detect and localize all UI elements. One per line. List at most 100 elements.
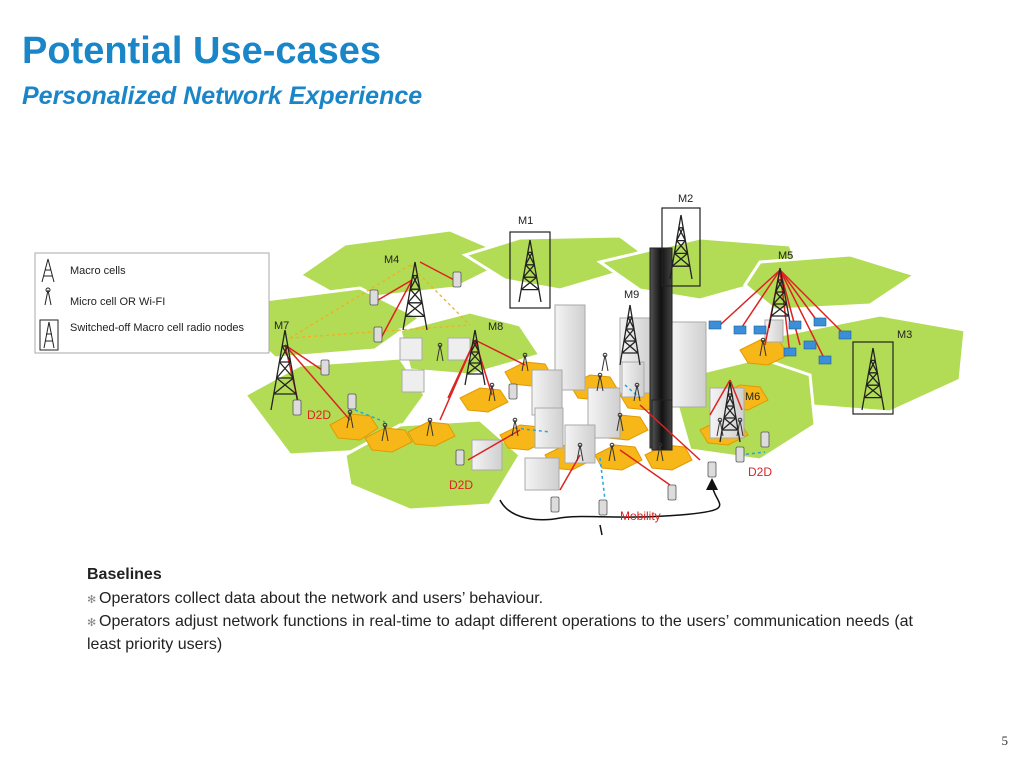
page-number: 5 [1001,733,1009,748]
sensor-device-icon [788,320,802,330]
switched-off-box [509,231,551,309]
link [284,344,351,421]
legend-label-macro: Macro cells [70,265,126,277]
micro-cell-icon [736,419,744,437]
micro-cell-head [617,412,623,418]
switched-off-box [852,341,894,415]
switched-off-boxes [509,207,894,415]
micro-cell-icon [521,354,529,372]
slide-title: Potential Use-cases [22,30,382,72]
link [779,269,826,361]
mobility-arrow [706,478,718,490]
phone-icon [452,271,462,288]
macro-tower-icon [464,329,486,386]
baseline-item: ✻Operators collect data about the networ… [87,588,913,611]
sensor-device-icon [708,320,722,330]
micro-cell-icon [576,444,584,462]
micro-cell-head [512,417,518,423]
baselines-heading: Baselines [87,566,162,583]
micro-cell-icon [596,374,604,392]
small-cell-tile [407,421,456,447]
baseline-item-text: Operators collect data about the network… [99,590,544,607]
d2d-links [354,384,766,501]
link [599,457,606,501]
sensor-device-icon [783,347,797,357]
mobility-tick [599,524,603,536]
bullet-icon: ✻ [87,617,97,629]
micro-cell-head [737,417,743,423]
micro-cell-icon [426,419,434,437]
micro-cell-head [522,352,528,358]
phone-icon [347,393,357,410]
building [524,457,560,491]
link [467,429,521,461]
sensor-device-icon [813,317,827,327]
micro-cell-head [489,382,495,388]
network-diagram: M1 M2 M3 M4 M5 M6 M7 M8 M9 D2D D2D D2D M… [34,193,967,536]
link [739,269,781,331]
micro-cell-icon [346,411,354,429]
phone-icon [760,431,770,448]
buildings [399,247,784,491]
small-cell-tile [594,444,643,471]
link [419,261,459,283]
node-label-m8: M8 [488,321,503,333]
macro-tower-icon [402,261,428,331]
phone-icon [550,496,560,513]
link [739,451,766,456]
sensor-device-icon [803,340,817,350]
micro-cell-icon [381,424,389,442]
switched-off-tower-icon [39,319,59,351]
micro-cell-icon [601,354,609,372]
link [719,269,781,326]
micro-cell-icon [488,384,496,402]
phones [292,271,852,516]
link [729,379,743,411]
micro-cell-icon [436,344,444,362]
phone-icon [320,359,330,376]
micro-cell-icon [633,384,641,402]
macro-tower-icon [669,214,693,280]
d2d-label: D2D [307,408,331,422]
link [779,269,846,336]
micro-cell-icon [511,419,519,437]
building [399,337,423,361]
legend-label-switched-off: Switched-off Macro cell radio nodes [70,322,245,334]
link [379,279,413,341]
sensor-device-icon [753,325,767,335]
d2d-label: D2D [748,465,772,479]
node-label-m7: M7 [274,320,289,332]
micro-cell-icon [608,444,616,462]
macro-tower-icon [518,239,542,303]
legend-label-micro: Micro cell OR Wi-FI [70,296,165,308]
small-cell-tile [459,387,509,413]
node-label-m1: M1 [518,215,533,227]
link [474,339,526,366]
node-label-m6: M6 [745,391,760,403]
d2d-label: D2D [449,478,473,492]
small-cell-tile [364,427,413,453]
micro-cell-icon [716,419,724,437]
link [709,379,731,416]
sensor-device-icon [838,330,852,340]
micro-cell-icon [616,414,624,432]
phone-icon [455,449,465,466]
micro-cell-head [657,442,663,448]
phone-icon [735,446,745,463]
phone-icon [598,499,608,516]
building [621,361,645,398]
sensor-device-icon [733,325,747,335]
link [354,409,386,423]
building [534,407,564,449]
micro-cells [346,337,767,462]
link [779,269,821,326]
node-label-m9: M9 [624,289,639,301]
mobility-path [499,484,721,521]
mobility-label: Mobility [620,509,661,523]
building [671,321,707,408]
micro-cell-icon [759,339,767,357]
macro-tower-icon [719,381,741,443]
micro-cell-head [634,382,640,388]
switched-off-box [661,207,701,287]
macro-tower-icon [861,347,885,411]
